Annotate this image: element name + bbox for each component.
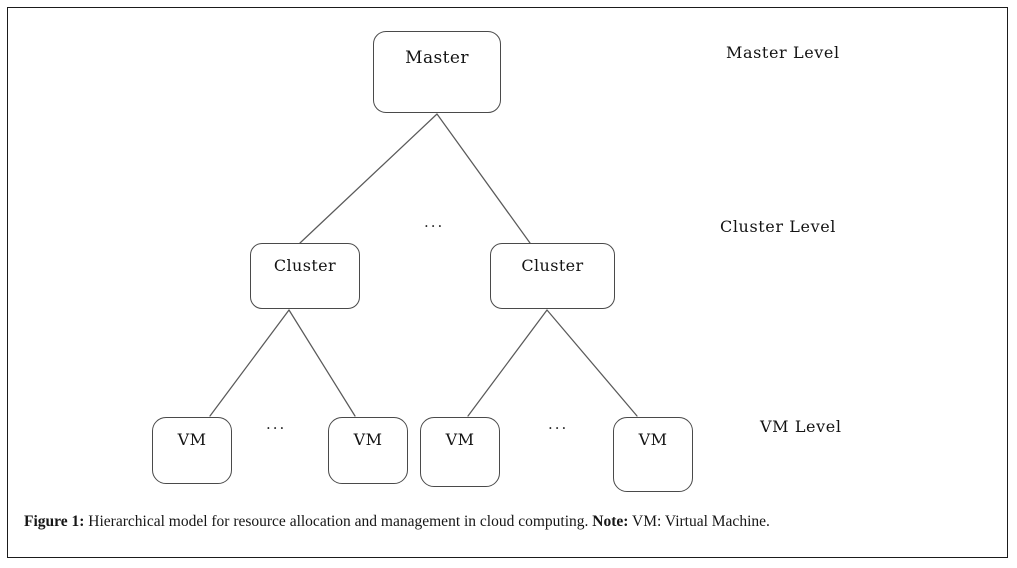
figure-caption: Figure 1: Hierarchical model for resourc… <box>24 512 984 532</box>
node-cluster-1: Cluster <box>250 243 360 309</box>
caption-figure-number: Figure 1: <box>24 513 85 530</box>
node-vm-1: VM <box>152 417 232 484</box>
node-vm-2: VM <box>328 417 408 484</box>
node-vm-2-label: VM <box>353 430 383 449</box>
node-vm-4-label: VM <box>638 430 668 449</box>
node-cluster-2-label: Cluster <box>521 256 584 275</box>
node-vm-4: VM <box>613 417 693 492</box>
caption-note-text: VM: Virtual Machine. <box>628 513 770 530</box>
node-master-label: Master <box>405 48 469 68</box>
node-vm-1-label: VM <box>177 430 207 449</box>
ellipsis-vm-row-left: ... <box>266 415 287 433</box>
caption-note-label: Note: <box>592 513 629 530</box>
node-vm-3: VM <box>420 417 500 487</box>
node-master: Master <box>373 31 501 113</box>
caption-text: Hierarchical model for resource allocati… <box>84 513 593 530</box>
node-cluster-1-label: Cluster <box>273 256 337 275</box>
level-label-cluster: Cluster Level <box>720 217 837 236</box>
ellipsis-vm-row-right: ... <box>548 415 569 433</box>
ellipsis-cluster-row: ... <box>424 213 445 231</box>
level-label-master: Master Level <box>726 43 840 62</box>
node-vm-3-label: VM <box>445 430 475 449</box>
level-label-vm: VM Level <box>760 417 842 436</box>
node-cluster-2: Cluster <box>490 243 615 309</box>
